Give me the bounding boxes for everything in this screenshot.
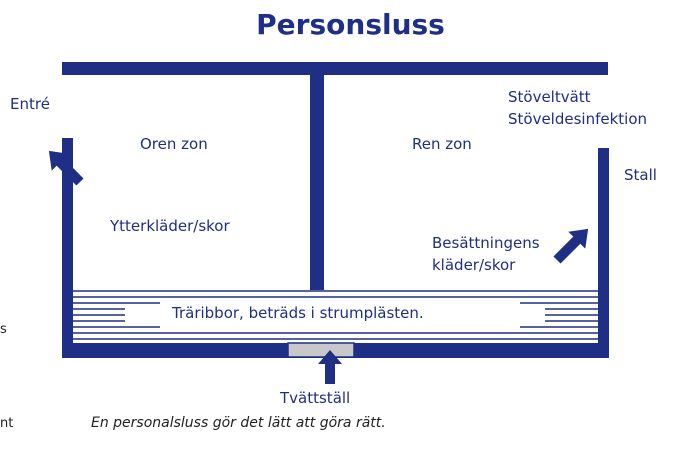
entrance-label: Entré <box>10 95 50 113</box>
divider-wall <box>310 62 324 290</box>
dirty-zone-label: Oren zon <box>140 135 208 153</box>
outer-clothes-arrow-icon <box>48 150 84 186</box>
outer-clothes-label: Ytterkläder/skor <box>110 217 230 235</box>
bench-slats <box>73 290 598 340</box>
staff-clothes-label-1: Besättningens <box>432 234 540 252</box>
diagram-title: Personsluss <box>256 8 445 41</box>
top-wall <box>62 62 608 75</box>
wash-basin-label: Tvättställ <box>280 389 351 407</box>
left-wall <box>62 138 73 358</box>
wash-basin-arrow-icon <box>318 350 342 384</box>
wash-basin <box>287 342 355 358</box>
barn-label: Stall <box>624 166 657 184</box>
margin-fragment-2: nt <box>0 416 14 431</box>
right-wall <box>598 148 609 358</box>
staff-clothes-label-2: kläder/skor <box>432 256 516 274</box>
staff-clothes-arrow-icon <box>553 228 589 264</box>
bench-label: Träribbor, beträds i strumplästen. <box>172 304 424 322</box>
boot-disinfection-label: Stöveldesinfektion <box>508 110 648 128</box>
caption: En personalsluss gör det lätt att göra r… <box>91 415 386 431</box>
boot-wash-label: Stöveltvätt <box>508 88 591 106</box>
clean-zone-label: Ren zon <box>412 135 472 153</box>
margin-fragment-1: s <box>0 322 7 337</box>
